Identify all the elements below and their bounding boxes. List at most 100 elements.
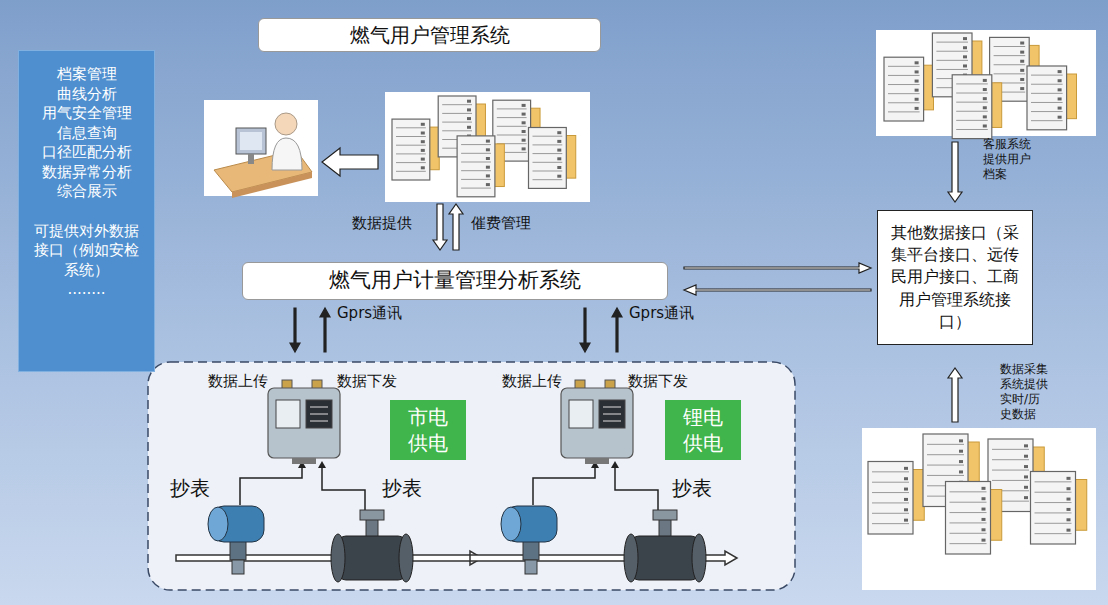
server-slot: [888, 66, 920, 67]
server-led: [982, 518, 986, 521]
server-led: [1024, 465, 1028, 468]
meter-neck: [659, 518, 671, 538]
server-slot: [396, 145, 426, 146]
terminal-base: [292, 458, 316, 464]
server-slot: [936, 42, 968, 43]
server-led: [1024, 496, 1028, 499]
annotation-label: 数据上传: [502, 372, 562, 391]
terminal-window: [276, 400, 300, 428]
flow-arrow: [948, 368, 962, 422]
terminal-screen: [599, 400, 625, 428]
annotation-label: 抄表: [672, 476, 712, 501]
server-led: [1024, 455, 1028, 458]
screen-line: [603, 407, 621, 408]
node-text: 市电供电: [400, 404, 456, 456]
server-led: [421, 166, 425, 169]
server-led: [982, 528, 986, 531]
feature-item: 信息查询: [57, 124, 117, 144]
feature-item: 综合展示: [57, 182, 117, 202]
server-led: [557, 157, 561, 160]
system-title-box: 燃气用户管理系统: [258, 18, 601, 52]
server-led: [421, 149, 425, 152]
server-led: [1067, 529, 1071, 532]
server-led: [557, 131, 561, 134]
server-led: [421, 140, 425, 143]
server-slot: [888, 102, 920, 103]
transmitter-stem: [230, 540, 246, 560]
server-slot: [461, 153, 491, 154]
server-slot: [872, 513, 909, 514]
terminal-window: [569, 400, 593, 428]
server-led: [1024, 486, 1028, 489]
server-led: [915, 98, 919, 101]
server-slot: [956, 111, 988, 112]
server-led: [522, 104, 526, 107]
server-slot: [872, 471, 909, 472]
server-slot: [461, 144, 491, 145]
server-led: [522, 130, 526, 133]
server-slot: [396, 171, 426, 172]
meter-head: [360, 510, 384, 520]
server-led: [959, 439, 963, 442]
server-led: [963, 64, 967, 67]
server-slot: [533, 171, 563, 172]
server-slot: [1031, 93, 1063, 94]
server-icon: [884, 57, 924, 121]
data-terminal: [268, 388, 340, 458]
server-slot: [461, 162, 491, 163]
server-led: [983, 124, 987, 127]
server-slot: [442, 130, 472, 131]
server-panel: [385, 92, 590, 202]
server-slot: [497, 117, 527, 118]
transmitter-base: [232, 560, 244, 574]
server-led: [467, 117, 471, 120]
server-led: [1020, 69, 1024, 72]
server-slot: [950, 543, 987, 544]
server-slot: [1035, 502, 1072, 503]
flowmeter-body: [338, 536, 406, 580]
server-led: [557, 175, 561, 178]
server-slot: [950, 502, 987, 503]
feature-item: 用气安全管理: [42, 104, 132, 124]
server-led: [982, 487, 986, 490]
server-slot: [533, 153, 563, 154]
server-slot: [442, 122, 472, 123]
meter-flange: [692, 534, 706, 582]
server-slot: [533, 179, 563, 180]
server-led: [486, 183, 490, 186]
server-slot: [1035, 523, 1072, 524]
screen-line: [603, 421, 621, 422]
server-led: [1067, 487, 1071, 490]
server-led: [915, 89, 919, 92]
feature-panel: 档案管理曲线分析用气安全管理信息查询口径匹配分析数据异常分析综合展示可提供对外数…: [18, 50, 155, 372]
server-slot: [950, 522, 987, 523]
transmitter-cap: [501, 507, 521, 541]
server-led: [983, 79, 987, 82]
server-slot: [927, 475, 964, 476]
server-led: [522, 147, 526, 150]
server-slot: [1031, 84, 1063, 85]
server-slot: [992, 449, 1029, 450]
server-led: [486, 157, 490, 160]
server-led: [557, 149, 561, 152]
server-slot: [872, 482, 909, 483]
flow-arrow: [449, 204, 463, 250]
server-led: [1067, 498, 1071, 501]
flow-arrow: [580, 308, 590, 352]
server-slot: [533, 144, 563, 145]
screen-line: [310, 407, 328, 408]
terminal-screen: [306, 400, 332, 428]
server-slot: [888, 75, 920, 76]
server-slot: [956, 129, 988, 130]
server-slot: [992, 470, 1029, 471]
server-panel: [862, 428, 1096, 590]
flow-arrow: [290, 308, 300, 352]
server-slot: [994, 46, 1026, 47]
server-led: [522, 121, 526, 124]
meter-flange: [399, 534, 413, 582]
annotation-label: 数据上传: [208, 372, 268, 391]
node-text: 燃气用户计量管理分析系统: [329, 267, 581, 294]
server-led: [421, 158, 425, 161]
flow-arrow: [320, 308, 330, 352]
server-slot: [927, 465, 964, 466]
